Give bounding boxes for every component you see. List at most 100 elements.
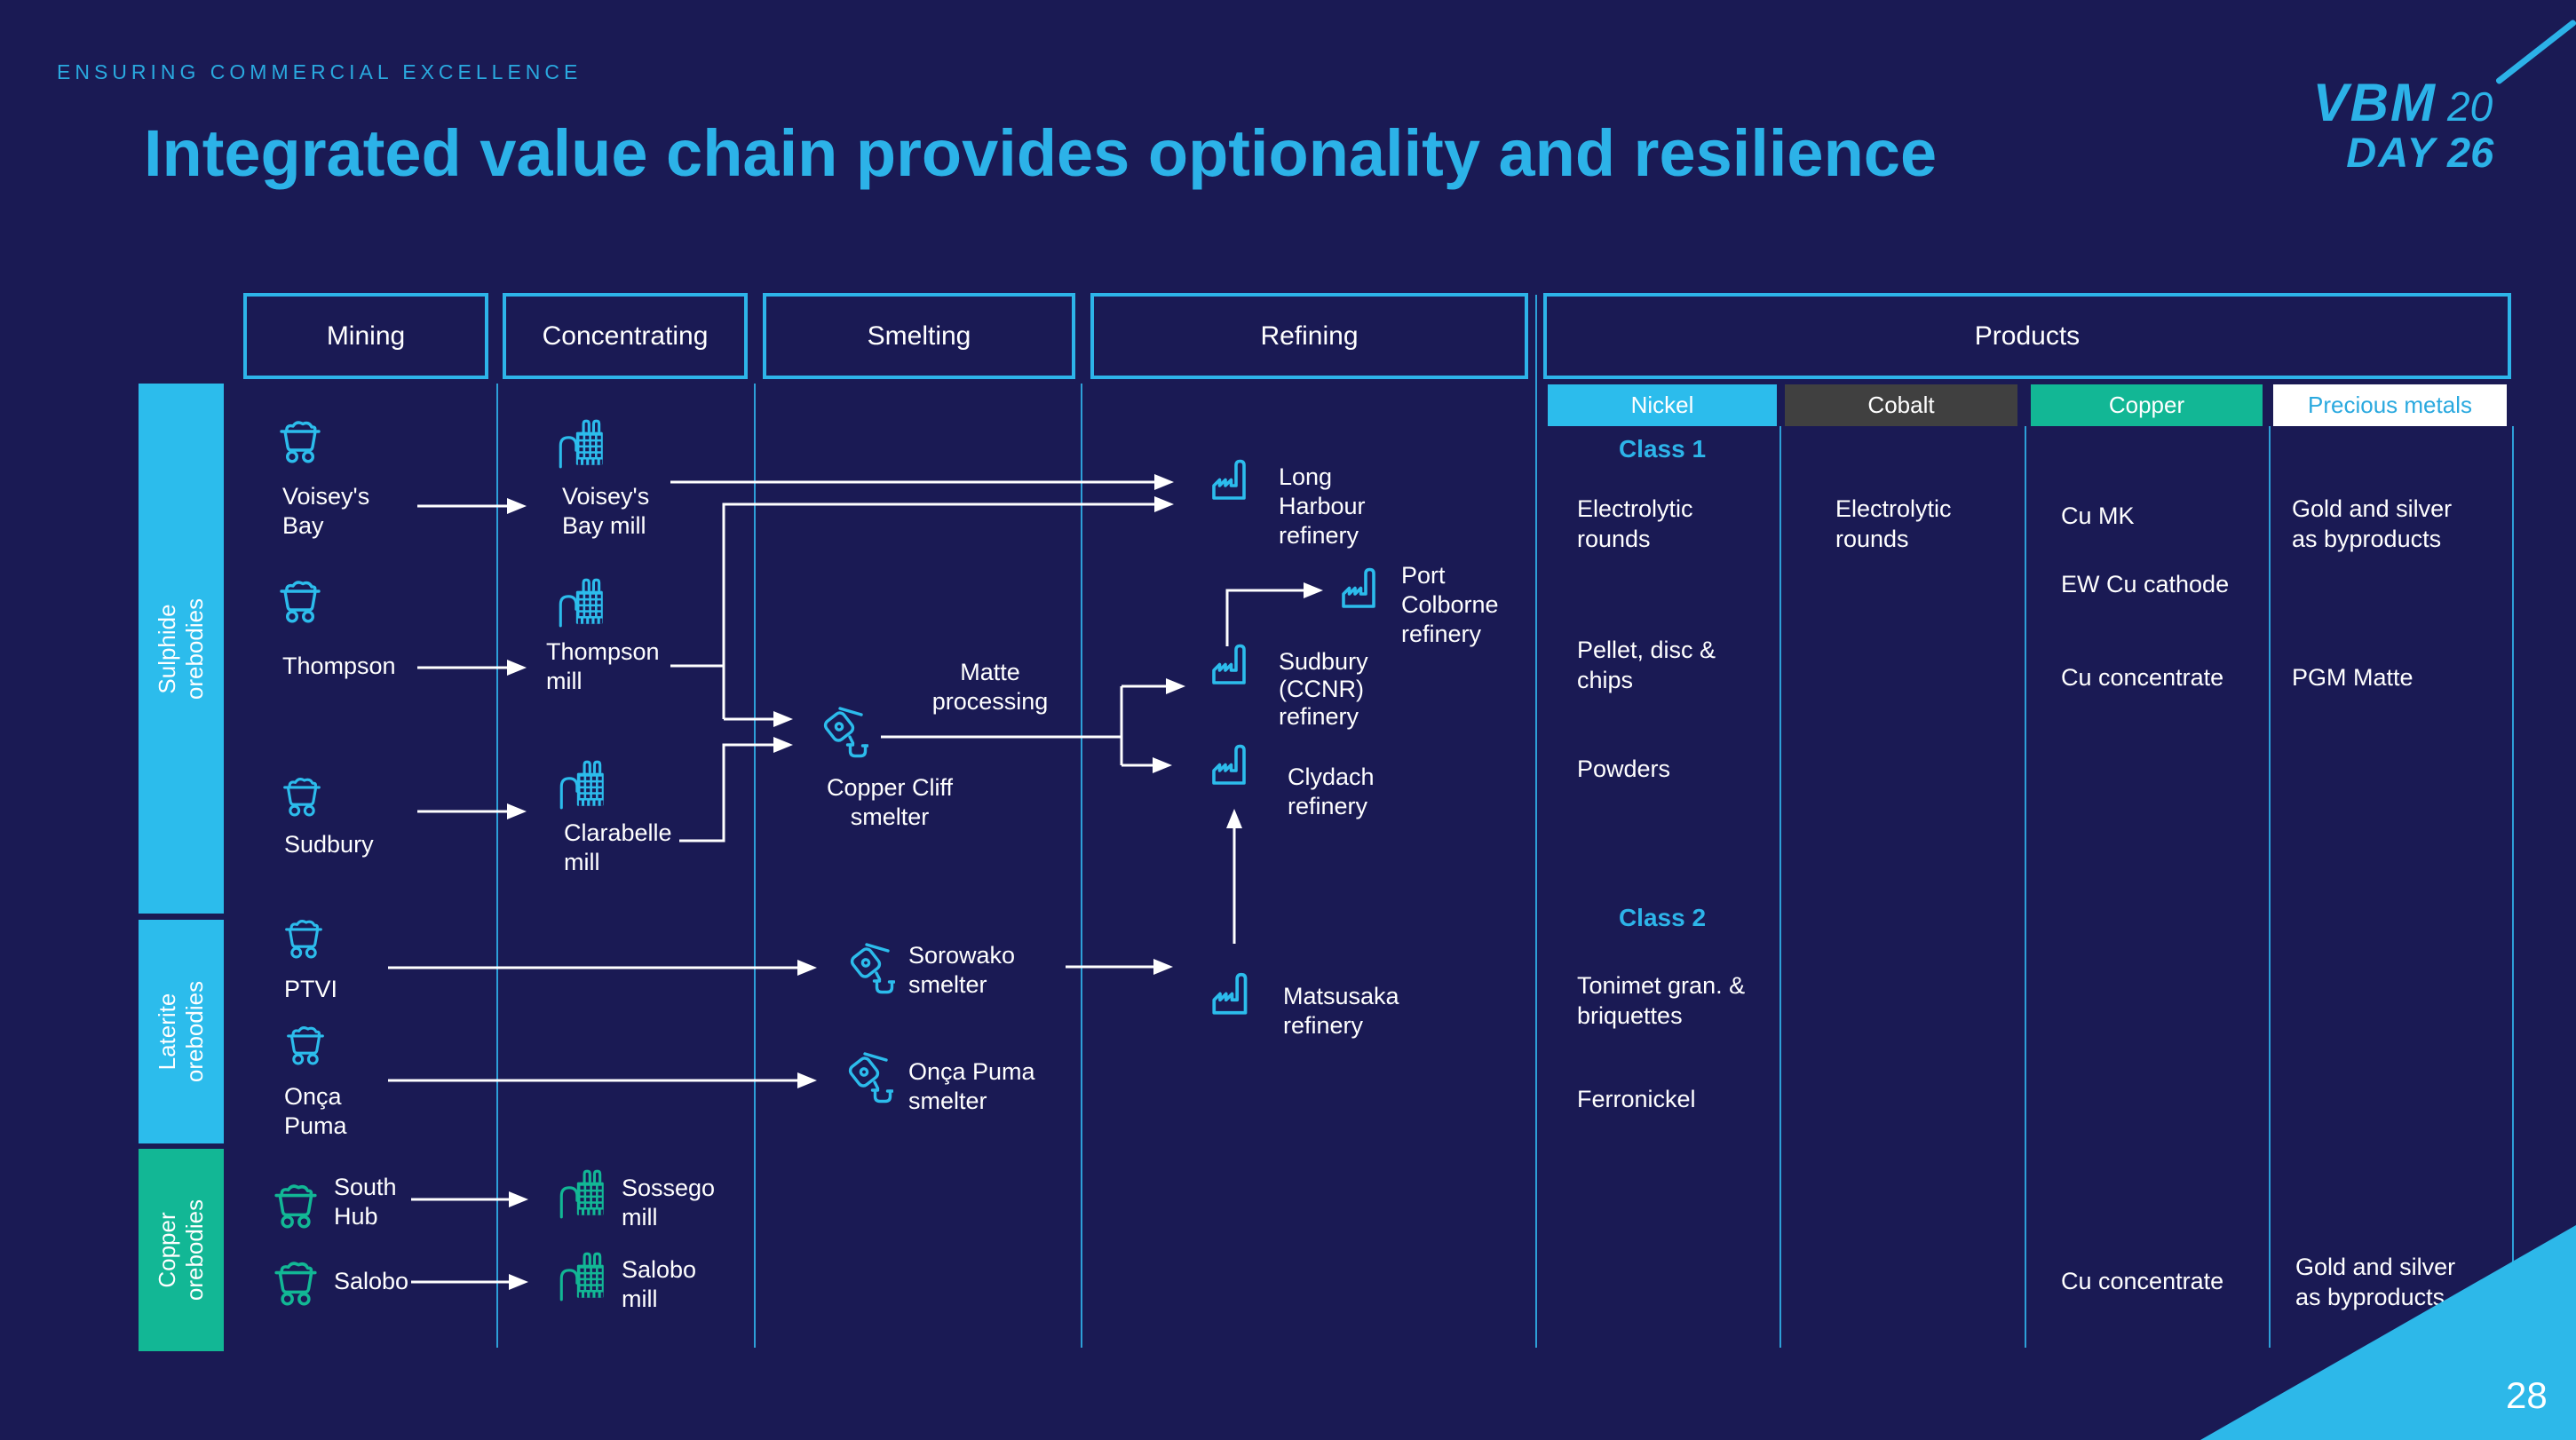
mill-icon <box>554 760 609 810</box>
node-onca-puma-line2: Puma <box>284 1112 347 1139</box>
stage-header-concentrating-label: Concentrating <box>542 320 709 351</box>
node-voiseys-bay-line1: Voisey's <box>282 483 370 510</box>
node-voiseys-bay-mill: Voisey's Bay mill <box>562 482 649 541</box>
mill-icon <box>553 419 608 469</box>
logo-year-bottom: 26 <box>2447 129 2494 176</box>
product-tonimet-briquettes-line2: briquettes <box>1577 1002 1683 1029</box>
node-long-harbour-refinery: Long Harbour refinery <box>1279 463 1366 550</box>
node-sossego-mill-line1: Sossego <box>622 1175 716 1201</box>
product-ferronickel-line1: Ferronickel <box>1577 1086 1696 1112</box>
product-electrolytic-rounds-cobalt-line1: Electrolytic <box>1835 495 1952 522</box>
smelter-ladle-icon <box>847 941 895 996</box>
node-sudbury-ccnr-line3: refinery <box>1279 703 1359 730</box>
node-sudbury-line1: Sudbury <box>284 831 374 858</box>
refinery-icon <box>1208 969 1257 1017</box>
product-cu-concentrate: Cu concentrate <box>2061 662 2223 692</box>
product-header-copper: Copper <box>2031 384 2263 426</box>
divider-products-right-edge <box>2512 426 2514 1348</box>
node-thompson-mill-line1: Thompson <box>546 638 660 665</box>
divider-concentrating-smelting <box>754 384 756 1348</box>
stage-header-refining: Refining <box>1090 293 1528 379</box>
mine-cart-icon <box>282 1025 329 1065</box>
nickel-class1-label: Class 1 <box>1618 435 1707 463</box>
divider-copper-precious <box>2269 426 2271 1348</box>
product-header-cobalt-label: Cobalt <box>1867 392 1935 418</box>
node-sudbury: Sudbury <box>284 830 374 859</box>
label-matte-processing-line1: Matte <box>960 659 1020 685</box>
product-ferronickel: Ferronickel <box>1577 1084 1696 1114</box>
product-gold-silver-byproducts-line2: as byproducts <box>2292 526 2442 552</box>
product-ew-cu-cathode-line1: EW Cu cathode <box>2061 571 2230 597</box>
band-laterite-line2: orebodies <box>181 980 209 1083</box>
product-tonimet-briquettes-line1: Tonimet gran. & <box>1577 972 1746 999</box>
node-clarabelle-mill-line2: mill <box>564 849 600 875</box>
node-salobo-line1: Salobo <box>334 1268 409 1294</box>
product-cu-concentrate-bottom-line1: Cu concentrate <box>2061 1268 2224 1294</box>
node-long-harbour-line1: Long <box>1279 463 1333 490</box>
stage-header-refining-label: Refining <box>1260 320 1359 351</box>
node-port-colborne-line2: Colborne <box>1401 591 1499 618</box>
node-south-hub: South Hub <box>334 1173 397 1231</box>
product-header-precious-metals-label: Precious metals <box>2308 392 2472 418</box>
node-voiseys-bay-mill-line2: Bay mill <box>562 512 646 539</box>
product-cu-mk-line1: Cu MK <box>2061 502 2135 529</box>
product-electrolytic-rounds-cobalt-line2: rounds <box>1835 526 1909 552</box>
node-clarabelle-mill-line1: Clarabelle <box>564 819 672 846</box>
refinery-icon <box>1337 565 1385 611</box>
logo-year-top: 20 <box>2447 83 2493 130</box>
node-voiseys-bay-mill-line1: Voisey's <box>562 483 650 510</box>
node-clydach-refinery: Clydach refinery <box>1288 763 1375 821</box>
node-salobo-mill-line1: Salobo <box>622 1256 697 1283</box>
mill-icon <box>553 578 608 628</box>
stage-header-smelting-label: Smelting <box>867 320 971 351</box>
node-port-colborne-line3: refinery <box>1401 621 1482 647</box>
product-powders-line1: Powders <box>1577 756 1671 782</box>
page-number-value: 28 <box>2506 1374 2548 1416</box>
node-sorowako-smelter: Sorowako smelter <box>908 941 1015 1000</box>
node-long-harbour-line3: refinery <box>1279 522 1359 549</box>
label-matte-processing: Matte processing <box>884 658 1097 716</box>
node-sorowako-smelter-line2: smelter <box>908 971 987 998</box>
band-copper-line1: Copper <box>154 1212 181 1288</box>
node-clydach-line1: Clydach <box>1288 764 1375 790</box>
node-matsusaka-refinery: Matsusaka refinery <box>1283 982 1399 1040</box>
node-voiseys-bay: Voisey's Bay <box>282 482 369 541</box>
node-port-colborne-line1: Port <box>1401 562 1446 589</box>
product-electrolytic-rounds-nickel-line1: Electrolytic <box>1577 495 1693 522</box>
nickel-class1-heading: Class 1 <box>1548 435 1777 463</box>
product-header-copper-label: Copper <box>2108 392 2185 418</box>
product-pellet-disc-chips-line1: Pellet, disc & <box>1577 637 1716 663</box>
page-title: Integrated value chain provides optional… <box>144 116 1938 190</box>
product-pgm-matte: PGM Matte <box>2292 662 2414 692</box>
product-header-precious-metals: Precious metals <box>2273 384 2507 426</box>
product-gold-silver-byproducts-bottom-line1: Gold and silver <box>2295 1254 2456 1280</box>
node-thompson-mill: Thompson mill <box>546 637 660 696</box>
band-copper-line2: orebodies <box>181 1199 209 1302</box>
node-clydach-line2: refinery <box>1288 793 1368 819</box>
node-salobo-mill: Salobo mill <box>622 1255 696 1314</box>
product-tonimet-briquettes: Tonimet gran. & briquettes <box>1577 970 1745 1031</box>
nickel-class2-label: Class 2 <box>1618 904 1707 931</box>
divider-nickel-cobalt <box>1779 426 1781 1348</box>
node-onca-puma: Onça Puma <box>284 1082 347 1141</box>
node-port-colborne-refinery: Port Colborne refinery <box>1401 561 1499 649</box>
node-sudbury-ccnr-line1: Sudbury <box>1279 648 1368 675</box>
product-header-nickel-label: Nickel <box>1630 392 1694 418</box>
divider-mining-concentrating <box>496 384 498 1348</box>
product-header-nickel: Nickel <box>1548 384 1777 426</box>
node-clarabelle-mill: Clarabelle mill <box>564 819 672 877</box>
product-gold-silver-byproducts: Gold and silver as byproducts <box>2292 494 2452 554</box>
product-electrolytic-rounds-nickel-line2: rounds <box>1577 526 1651 552</box>
stage-header-mining: Mining <box>243 293 488 379</box>
refinery-icon <box>1208 456 1256 502</box>
node-salobo-mill-line2: mill <box>622 1286 658 1312</box>
node-salobo: Salobo <box>334 1267 408 1296</box>
node-copper-cliff-smelter-line1: Copper Cliff <box>826 774 954 801</box>
stage-header-concentrating: Concentrating <box>503 293 748 379</box>
band-sulphide-line2: orebodies <box>181 597 209 700</box>
node-thompson: Thompson <box>282 652 396 681</box>
band-laterite-line1: Laterite <box>154 993 181 1071</box>
